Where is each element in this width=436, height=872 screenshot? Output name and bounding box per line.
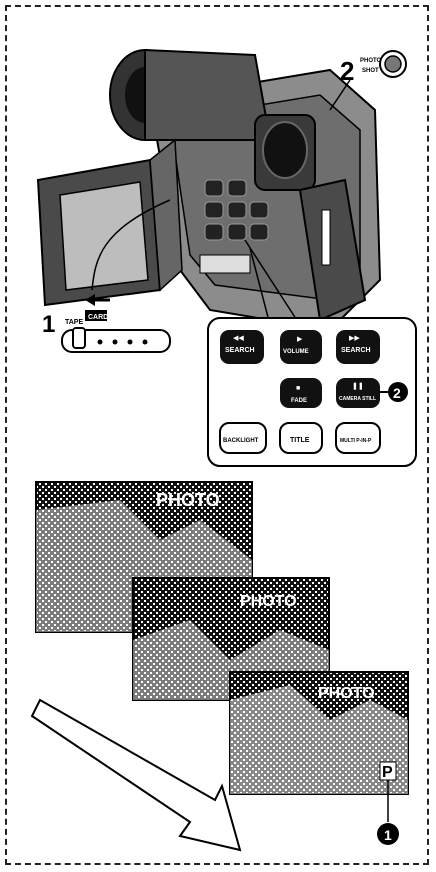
rewind-icon: ◀◀	[233, 335, 244, 342]
callout-marker-2-label: 2	[393, 385, 401, 401]
bottom-marker-1-label: 1	[384, 827, 392, 843]
sequence-arrow-icon	[32, 700, 240, 850]
stop-icon: ■	[296, 385, 300, 392]
step-2-label: 2	[340, 56, 354, 86]
title-label: TITLE	[290, 437, 310, 444]
screen-3-photo-text: PHOTO	[318, 685, 375, 702]
photo-shot-label-bottom: SHOT	[362, 68, 379, 74]
photo-shot-label-top: PHOTO	[360, 58, 382, 64]
photo-shot-button-inner	[385, 56, 401, 72]
screen-1-photo-text: PHOTO	[156, 490, 220, 510]
play-icon: ▶	[297, 336, 303, 343]
volume-label: VOLUME	[283, 349, 309, 355]
p-indicator: P	[382, 764, 393, 781]
search-rew-label: SEARCH	[225, 347, 255, 354]
button-panel: ◀◀ SEARCH ▶ VOLUME ▶▶ SEARCH ■ FADE ❚❚ C…	[208, 318, 416, 466]
multi-pinp-label: MULTI P-IN-P	[340, 438, 372, 444]
camera-still-label: CAMERA STILL	[339, 396, 376, 402]
step-1-label: 1	[42, 311, 55, 338]
backlight-label: BACKLIGHT	[223, 438, 259, 444]
fast-forward-icon: ▶▶	[349, 335, 360, 342]
card-label: CARD	[88, 314, 108, 321]
pause-icon: ❚❚	[352, 382, 364, 390]
fade-label: FADE	[291, 398, 307, 404]
lcd-panel	[38, 140, 182, 305]
mode-switch-knob	[73, 328, 85, 348]
search-ff-label: SEARCH	[341, 347, 371, 354]
screen-2-photo-text: PHOTO	[240, 593, 297, 610]
tape-label: TAPE	[65, 319, 83, 326]
